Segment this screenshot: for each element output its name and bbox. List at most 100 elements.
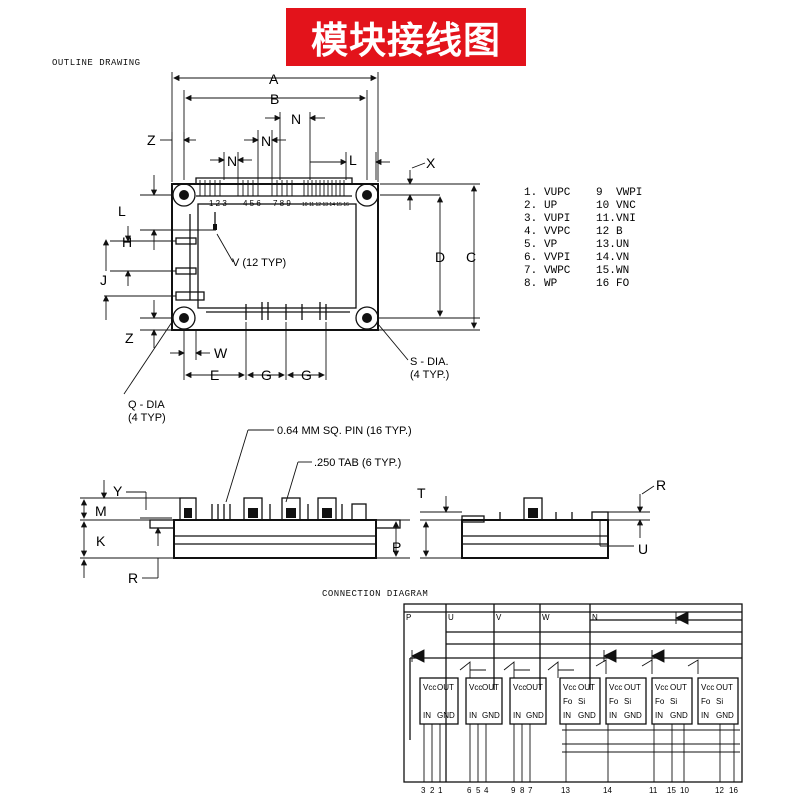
mount-hole-tl-icon [172, 183, 196, 207]
bottom-pin-15: 15 [667, 786, 676, 795]
ic6-in: IN [655, 711, 663, 720]
dim-t: T [417, 485, 426, 501]
top-view-dimensions [102, 72, 480, 395]
terminal-w: W [542, 613, 550, 622]
ic4-gnd: GND [578, 711, 596, 720]
ic4-vcc: Vcc [563, 683, 576, 692]
driver-ic-2: Vcc OUT IN GND [465, 677, 503, 725]
dim-r-end: R [656, 477, 666, 493]
ic7-gnd: GND [716, 711, 734, 720]
dim-k: K [96, 533, 106, 549]
mount-hole-bl-icon [172, 306, 196, 330]
pin-num-15: 15. [596, 265, 616, 277]
pin-group-4: 10 11 12 13 14 15 16 [302, 202, 349, 208]
dim-y: Y [113, 483, 123, 499]
dim-p-front: P [392, 539, 401, 555]
ic4-fo: Fo [563, 697, 573, 706]
dim-b: B [270, 91, 279, 107]
dim-c: C [466, 249, 476, 265]
pin-name-2: UP [544, 200, 558, 212]
pin-num-14: 14. [596, 252, 616, 264]
pin-name-15: WN [616, 265, 629, 277]
end-side-view: T R U [417, 477, 666, 559]
driver-ic-4: Vcc OUT Fo Si IN GND [559, 677, 601, 725]
ic2-out: OUT [482, 683, 499, 692]
bottom-pin-1: 1 [438, 786, 443, 795]
dim-d: D [435, 249, 445, 265]
bottom-pin-10: 10 [680, 786, 689, 795]
banner-title: 模块接线图 [286, 8, 526, 66]
callout-v-typ: V (12 TYP) [232, 257, 286, 269]
bottom-pin-7: 7 [528, 786, 533, 795]
dim-l-left: L [118, 203, 126, 219]
dim-l-top: L [349, 152, 357, 168]
outline-drawing-title: OUTLINE DRAWING [52, 58, 141, 68]
pin-num-2: 2. [524, 200, 537, 212]
ic1-gnd: GND [437, 711, 455, 720]
pin-num-8: 8. [524, 278, 537, 290]
terminal-n: N [592, 613, 598, 622]
dim-n-2: N [261, 133, 271, 149]
dim-n-1: N [291, 111, 301, 127]
ic5-out: OUT [624, 683, 641, 692]
bottom-pin-2: 2 [430, 786, 435, 795]
dim-m: M [95, 503, 107, 519]
pin-name-9: VWPI [616, 187, 642, 199]
pin-group-3: 7 8 9 [273, 199, 291, 208]
dim-u: U [638, 541, 648, 557]
ic2-gnd: GND [482, 711, 500, 720]
bottom-pin-4: 4 [484, 786, 489, 795]
ic2-vcc: Vcc [469, 683, 482, 692]
ic3-gnd: GND [526, 711, 544, 720]
ic3-out: OUT [526, 683, 543, 692]
ic7-out: OUT [716, 683, 733, 692]
dim-w: W [214, 345, 228, 361]
terminal-u: U [448, 613, 454, 622]
mount-hole-tr-icon [355, 183, 379, 207]
ic5-si: Si [624, 697, 631, 706]
ic4-in: IN [563, 711, 571, 720]
driver-ic-5: Vcc OUT Fo Si IN GND [605, 677, 647, 725]
pin-num-6: 6. [524, 252, 537, 264]
callout-q-dia: Q - DIA [128, 399, 165, 411]
ic3-vcc: Vcc [513, 683, 526, 692]
bottom-pin-11: 11 [649, 786, 658, 795]
callout-tab-note: .250 TAB (6 TYP.) [314, 457, 401, 469]
ic7-fo: Fo [701, 697, 711, 706]
bottom-pin-6: 6 [467, 786, 472, 795]
pin-num-7: 7. [524, 265, 537, 277]
driver-ic-3: Vcc OUT IN GND [509, 677, 547, 725]
pin-num-13: 13. [596, 239, 616, 251]
pin-table: 1.VUPC 2.UP 3.VUPI 4.VVPC 5.VP 6.VVPI 7.… [524, 187, 642, 290]
ic7-vcc: Vcc [701, 683, 714, 692]
pin-num-1: 1. [524, 187, 537, 199]
dim-x: X [426, 155, 436, 171]
pin-num-12: 12 [596, 226, 609, 238]
bottom-pin-8: 8 [520, 786, 525, 795]
ic5-vcc: Vcc [609, 683, 622, 692]
pin-group-2: 4 5 6 [243, 199, 261, 208]
bottom-pin-12: 12 [715, 786, 724, 795]
ic4-out: OUT [578, 683, 595, 692]
ic6-si: Si [670, 697, 677, 706]
pin-name-1: VUPC [544, 187, 571, 199]
dim-r-front: R [128, 570, 138, 586]
ic5-gnd: GND [624, 711, 642, 720]
terminal-p: P [406, 613, 411, 622]
dim-j: J [100, 272, 107, 288]
callout-q-dia-typ: (4 TYP) [128, 412, 166, 424]
ic5-in: IN [609, 711, 617, 720]
pin-name-12: B [616, 226, 623, 238]
pin-name-16: FO [616, 278, 630, 290]
dim-n-3: N [227, 153, 237, 169]
pin-num-4: 4. [524, 226, 537, 238]
pin-num-5: 5. [524, 239, 537, 251]
ic7-si: Si [716, 697, 723, 706]
pin-name-14: VN [616, 252, 629, 264]
pin-name-3: VUPI [544, 213, 570, 225]
pin-num-9: 9 [596, 187, 603, 199]
pin-num-16: 16 [596, 278, 609, 290]
ic6-vcc: Vcc [655, 683, 668, 692]
driver-ic-7: Vcc OUT Fo Si IN GND [697, 677, 739, 725]
